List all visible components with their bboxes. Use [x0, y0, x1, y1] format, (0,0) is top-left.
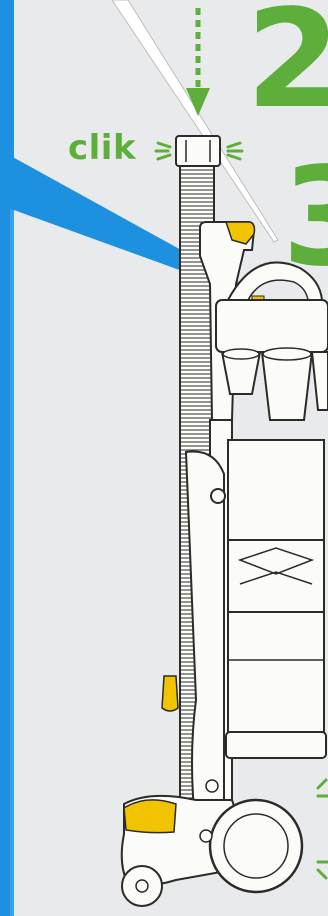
cyclone-cones — [220, 351, 328, 421]
cable-hook — [161, 675, 179, 712]
down-arrow-icon — [186, 8, 210, 116]
step-number-2: 2 — [246, 0, 328, 139]
click-sound-label: clik — [68, 128, 137, 168]
bin-upper — [227, 439, 325, 541]
clear-bin — [227, 611, 325, 733]
release-catch — [224, 221, 256, 245]
click-sparkle-icon — [154, 141, 328, 880]
cyclone-housing — [215, 299, 328, 353]
hose-cuff — [175, 135, 221, 167]
step-number-3: 3 — [282, 150, 328, 286]
